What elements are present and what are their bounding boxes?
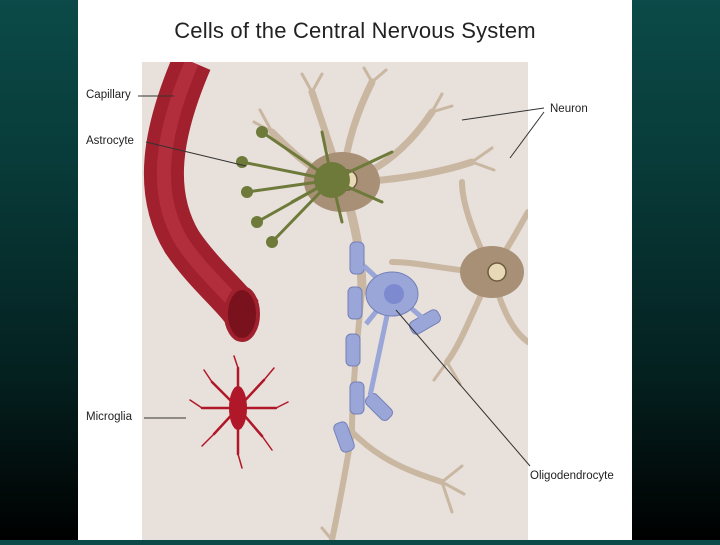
leader-lines bbox=[138, 95, 545, 467]
cns-illustration bbox=[142, 54, 531, 543]
label-oligodendrocyte: Oligodendrocyte bbox=[530, 470, 614, 482]
page-title: Cells of the Central Nervous System bbox=[174, 18, 536, 43]
capillary bbox=[143, 54, 260, 342]
illustration-svg bbox=[143, 54, 531, 543]
oligodendrocyte bbox=[362, 264, 427, 397]
microglia-body bbox=[229, 386, 247, 430]
label-astrocyte: Astrocyte bbox=[86, 135, 134, 147]
myelin-segments bbox=[333, 241, 442, 453]
label-neuron: Neuron bbox=[550, 103, 588, 115]
diagram-panel: Cells of the Central Nervous System bbox=[78, 0, 632, 543]
slide-background bbox=[0, 0, 78, 540]
neuron-right-nucleus bbox=[487, 262, 507, 282]
label-microglia: Microglia bbox=[86, 411, 133, 423]
astrocyte bbox=[240, 130, 394, 244]
label-capillary: Capillary bbox=[86, 89, 131, 101]
astrocyte-endfeet bbox=[236, 126, 278, 248]
astrocyte-body bbox=[314, 162, 350, 198]
